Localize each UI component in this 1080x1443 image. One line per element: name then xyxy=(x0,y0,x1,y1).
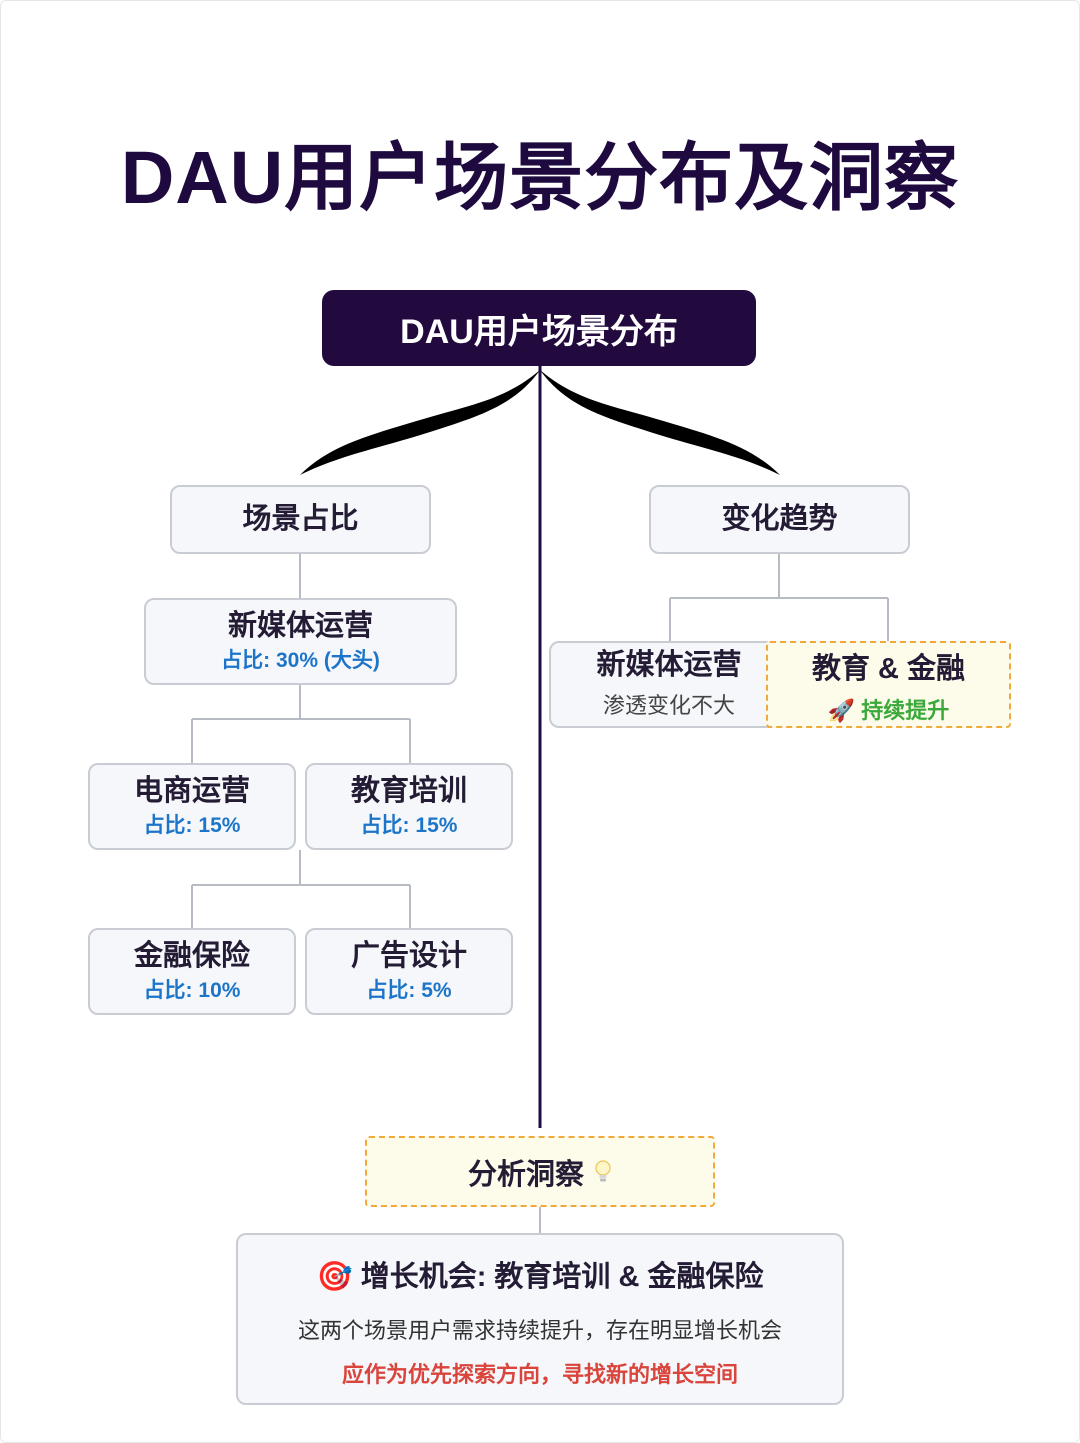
node-share: 占比: 10% xyxy=(143,979,241,1003)
node-name: 教育 & 金融 xyxy=(811,652,966,685)
node-share: 占比: 5% xyxy=(366,979,452,1003)
insight-card: 🎯 增长机会: 教育培训 & 金融保险 这两个场景用户需求持续提升，存在明显增长… xyxy=(236,1233,844,1405)
rocket-icon: 🚀 xyxy=(827,698,856,724)
insight-heading: 增长机会: 教育培训 & 金融保险 xyxy=(360,1261,764,1293)
page-title: DAU用户场景分布及洞察 xyxy=(120,136,960,219)
node-trend-edu-finance: 教育 & 金融 🚀 持续提升 xyxy=(766,641,1011,728)
trend-rising: 🚀 持续提升 xyxy=(828,693,950,725)
branch-label: 变化趋势 xyxy=(721,502,838,535)
lightbulb-icon xyxy=(595,1159,611,1181)
branch-trend: 变化趋势 xyxy=(649,485,910,554)
insight-line-1: 这两个场景用户需求持续提升，存在明显增长机会 xyxy=(297,1318,782,1343)
root-node: DAU用户场景分布 xyxy=(322,290,756,366)
node-share: 占比: 30% (大头) xyxy=(221,649,380,673)
node-name: 教育培训 xyxy=(350,774,467,807)
node-name: 广告设计 xyxy=(350,939,467,972)
node-share: 占比: 15% xyxy=(360,814,458,838)
branch-label: 场景占比 xyxy=(242,502,359,535)
node-new-media: 新媒体运营 占比: 30% (大头) xyxy=(144,598,457,685)
target-icon: 🎯 xyxy=(316,1259,353,1293)
node-ecommerce: 电商运营 占比: 15% xyxy=(88,763,296,850)
insight-header: 分析洞察 xyxy=(365,1136,715,1207)
node-desc: 渗透变化不大 xyxy=(602,693,735,719)
node-name: 新媒体运营 xyxy=(227,609,373,642)
node-name: 新媒体运营 xyxy=(596,648,742,681)
node-finance: 金融保险 占比: 10% xyxy=(88,928,296,1015)
node-trend-new-media: 新媒体运营 渗透变化不大 xyxy=(549,641,789,728)
node-education: 教育培训 占比: 15% xyxy=(305,763,513,850)
node-name: 金融保险 xyxy=(133,939,250,972)
insight-heading-row: 🎯 增长机会: 教育培训 & 金融保险 xyxy=(238,1253,842,1295)
node-share: 占比: 15% xyxy=(143,814,241,838)
node-name: 电商运营 xyxy=(133,774,250,807)
insight-title: 分析洞察 xyxy=(467,1158,584,1191)
node-desc: 持续提升 xyxy=(861,697,950,723)
branch-scene-share: 场景占比 xyxy=(170,485,431,554)
node-ad-design: 广告设计 占比: 5% xyxy=(305,928,513,1015)
insight-line-2: 应作为优先探索方向，寻找新的增长空间 xyxy=(341,1362,738,1387)
